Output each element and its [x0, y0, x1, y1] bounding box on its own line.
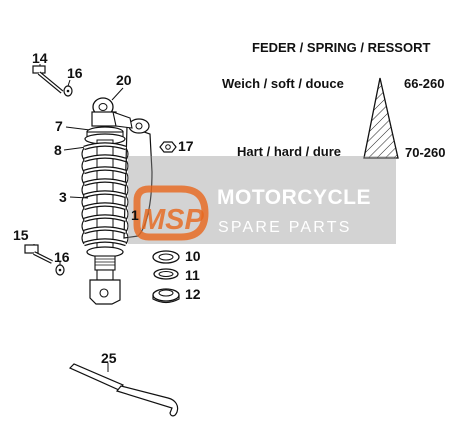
callout-12: 12: [185, 286, 201, 302]
spring-rate-triangle: [363, 77, 399, 159]
callout-14: 14: [32, 50, 48, 66]
soft-label: Weich / soft / douce: [222, 76, 344, 91]
bolt-top: [32, 65, 64, 94]
nut: [159, 141, 177, 153]
callout-1: 1: [131, 207, 139, 223]
callout-15: 15: [13, 227, 29, 243]
callout-11: 11: [185, 267, 200, 283]
hard-value: 70-260: [405, 145, 446, 160]
callout-3: 3: [59, 189, 67, 205]
lower-body: [86, 246, 124, 305]
spring-header: FEDER / SPRING / RESSORT: [252, 40, 431, 55]
soft-value: 66-260: [404, 76, 445, 91]
washer-bottom: [55, 264, 65, 276]
callout-16-top: 16: [67, 65, 83, 81]
callout-8: 8: [54, 142, 62, 158]
watermark-title: MOTORCYCLE: [217, 186, 371, 209]
watermark-panel: [128, 156, 396, 244]
callout-25: 25: [101, 350, 117, 366]
callout-17: 17: [178, 138, 194, 154]
watermark-subtitle: SPARE PARTS: [218, 219, 352, 236]
ring-10: [152, 250, 180, 264]
spring-seat: [84, 126, 126, 145]
bolt-bottom: [24, 244, 53, 264]
ring-11: [153, 268, 179, 280]
hook-spanner: [68, 363, 179, 417]
callout-7: 7: [55, 118, 63, 134]
washer-top: [63, 85, 73, 97]
ring-12: [152, 288, 180, 304]
callout-10: 10: [185, 248, 201, 264]
coil-spring: [81, 142, 129, 247]
callout-16-bottom: 16: [54, 249, 70, 265]
callout-20: 20: [116, 72, 132, 88]
svg-text:MSP: MSP: [141, 204, 205, 236]
leader-lines: [33, 64, 176, 372]
hard-label: Hart / hard / dure: [237, 144, 342, 159]
top-mount: [91, 97, 133, 129]
